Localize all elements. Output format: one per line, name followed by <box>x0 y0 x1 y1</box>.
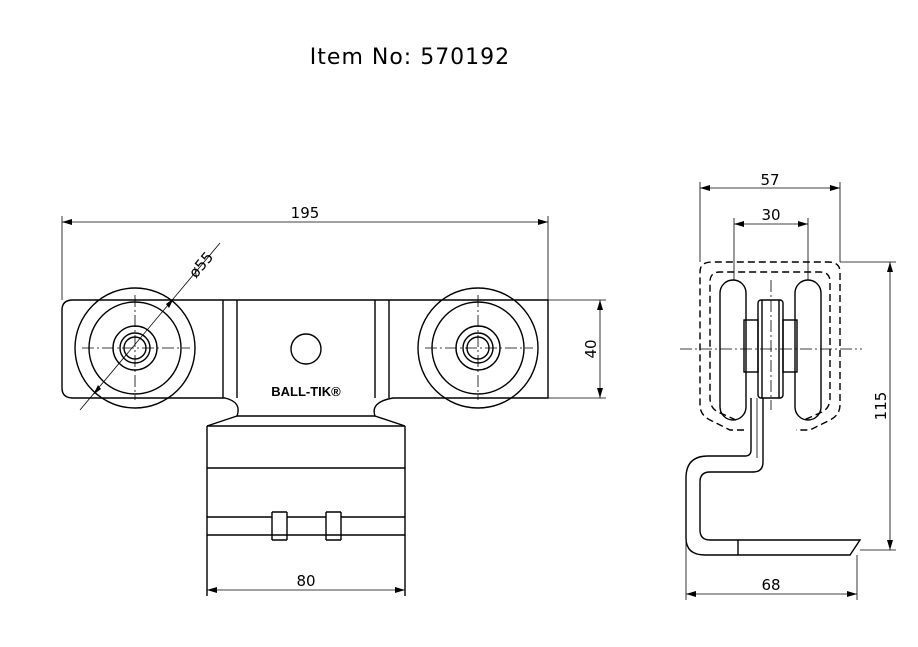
hook-outline <box>685 398 862 556</box>
dimension-80: 80 <box>207 572 405 593</box>
dimension-diameter-55: ø55 <box>79 242 221 411</box>
carriage-body-outline <box>61 299 549 417</box>
hanger-bracket <box>206 415 406 596</box>
track-profile-hidden <box>699 261 841 431</box>
dimension-40: 40 <box>548 299 606 399</box>
dim-195-label: 195 <box>291 204 320 222</box>
dimension-115: 115 <box>840 261 896 551</box>
dim-40-label: 40 <box>582 339 600 358</box>
dim-diameter-label: ø55 <box>185 248 217 281</box>
dimension-57: 57 <box>699 171 841 262</box>
dim-57-label: 57 <box>760 171 779 189</box>
front-view: BALL-TIK® <box>61 204 606 596</box>
side-view: 57 30 115 68 <box>680 171 896 600</box>
left-roller <box>719 279 747 421</box>
center-bolt-hole <box>290 333 322 365</box>
left-wheel <box>74 287 196 409</box>
dim-68-label: 68 <box>761 576 780 594</box>
dimension-30: 30 <box>733 206 809 280</box>
dim-30-label: 30 <box>761 206 780 224</box>
dimension-68: 68 <box>685 540 858 600</box>
dim-115-label: 115 <box>872 392 890 421</box>
dim-80-label: 80 <box>296 572 315 590</box>
dimension-195: 195 <box>61 204 549 300</box>
right-wheel <box>417 287 539 409</box>
right-roller <box>794 279 822 421</box>
ball-tik-brand-label: BALL-TIK® <box>271 384 341 399</box>
item-number-title: Item No: 570192 <box>310 45 510 70</box>
